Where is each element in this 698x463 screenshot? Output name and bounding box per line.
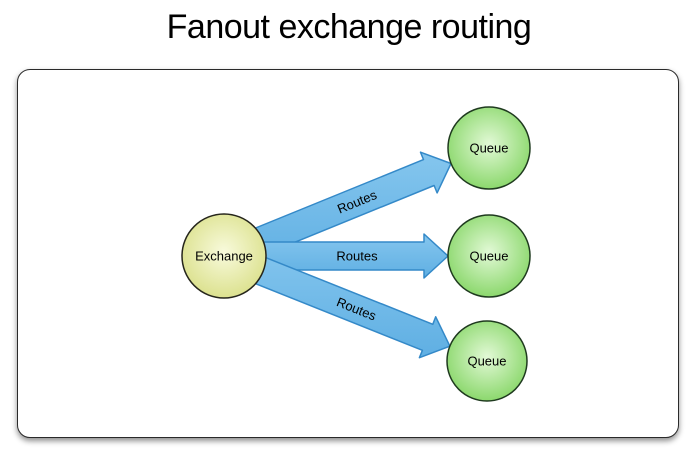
route-middle-label: Routes	[336, 249, 378, 264]
queue-1-label: Queue	[469, 141, 508, 156]
queue-2-node	[447, 214, 531, 298]
exchange-label: Exchange	[195, 249, 253, 264]
queue-3-label: Queue	[467, 354, 506, 369]
exchange-node	[181, 213, 267, 299]
queue-3-node	[446, 320, 528, 402]
queue-2-label: Queue	[469, 249, 508, 264]
page-title: Fanout exchange routing	[166, 8, 532, 46]
queue-1-node	[447, 106, 531, 190]
